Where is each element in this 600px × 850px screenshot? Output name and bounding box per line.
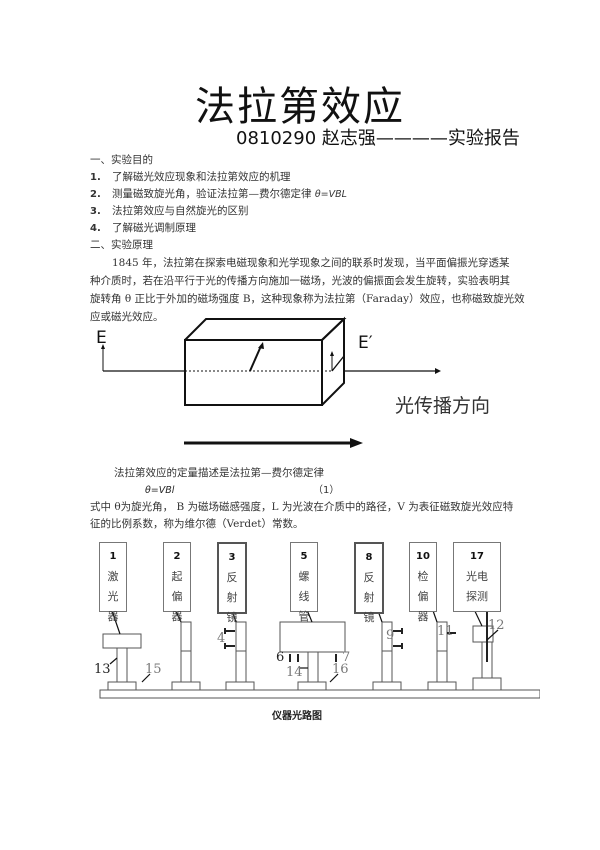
callout-15: 15 [145, 662, 162, 677]
objective-item-4: 4. 了解磁光调制原理 [90, 220, 196, 237]
paragraph-line-4: 应或磁光效应。 [90, 311, 164, 323]
e-prime-vector-label: E′ [358, 333, 373, 353]
instrument-layout-drawing [99, 604, 540, 699]
objective-item-2: 2. 测量磁致旋光角，验证法拉第—费尔德定律 θ=VBL [90, 186, 347, 203]
item-number: 1. [90, 172, 101, 183]
component-box-laser: 1 激 光 器 [99, 542, 127, 623]
document-title: 法拉第效应 [195, 84, 405, 130]
figure-caption: 仪器光路图 [272, 711, 322, 722]
section-heading-objectives: 一、实验目的 [90, 154, 153, 166]
paragraph-line-1: 1845 年，法拉第在探索电磁现象和光学现象之间的联系时发现，当平面偏振光穿透某 [112, 257, 510, 269]
paragraph-line-3: 旋转角 θ 正比于外加的磁场强度 B，这种现象称为法拉第（Faraday）效应，… [90, 293, 525, 305]
component-box-solenoid: 5 螺 线 管 [290, 542, 318, 623]
item-number: 4. [90, 223, 101, 234]
propagation-direction-label: 光传播方向 [395, 395, 491, 417]
callout-6: 6 [276, 650, 285, 665]
item-text: 测量磁致旋光角，验证法拉第—费尔德定律 [112, 188, 312, 200]
objective-item-3: 3. 法拉第效应与自然旋光的区别 [90, 203, 249, 220]
component-box-photodetector: 17 光电 探测 [453, 542, 501, 612]
callout-7: 7 [342, 650, 351, 665]
component-box-polarizer: 2 起 偏 器 [163, 542, 191, 623]
item-number: 3. [90, 206, 101, 217]
callout-11: 11 [437, 624, 454, 639]
item-number: 2. [90, 189, 101, 200]
item-text: 法拉第效应与自然旋光的区别 [112, 205, 249, 217]
document-subtitle: 0810290 赵志强————实验报告 [236, 128, 520, 149]
law-formula: θ=VBl [145, 485, 175, 496]
formula: θ=VBL [314, 189, 347, 200]
component-box-mirror-8: 8 反 射 镜 [354, 542, 384, 624]
law-explain-line-2: 征的比例系数，称为维尔德（Verdet）常数。 [90, 518, 304, 530]
e-vector-label: E [96, 328, 107, 348]
paragraph-line-2: 种介质时，若在沿平行于光的传播方向施加一磁场，光波的偏振面会发生旋转，实验表明其 [90, 275, 510, 287]
item-text: 了解磁光效应现象和法拉第效应的机理 [112, 171, 291, 183]
callout-14: 14 [286, 665, 303, 680]
callout-9: 9 [386, 628, 395, 643]
section-heading-principle: 二、实验原理 [90, 239, 153, 251]
item-text: 了解磁光调制原理 [112, 222, 196, 234]
callout-12: 12 [488, 618, 505, 633]
law-explain-line-1: 式中 θ为旋光角， B 为磁场磁感强度，L 为光波在介质中的路径，V 为表征磁致… [90, 501, 514, 513]
faraday-effect-diagram [101, 316, 441, 448]
component-box-mirror-3: 3 反 射 镜 [217, 542, 247, 624]
callout-13: 13 [94, 662, 111, 677]
callout-16: 16 [332, 662, 349, 677]
law-intro: 法拉第效应的定量描述是法拉第—费尔德定律 [114, 467, 324, 479]
equation-number: （1） [313, 485, 340, 496]
component-box-analyzer: 10 检 偏 器 [409, 542, 437, 623]
callout-4: 4 [217, 631, 226, 646]
objective-item-1: 1. 了解磁光效应现象和法拉第效应的机理 [90, 169, 291, 186]
